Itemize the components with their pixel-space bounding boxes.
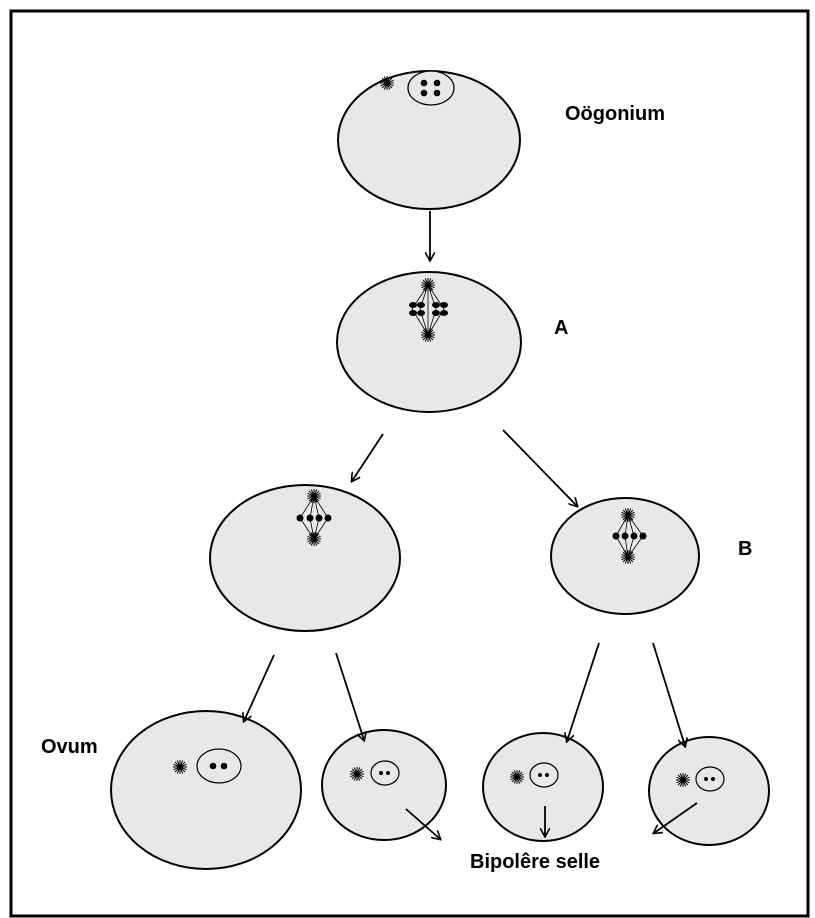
- arrows: [244, 211, 698, 839]
- polar-body-2: [482, 732, 604, 842]
- label-polar-cells: Bipolêre selle: [470, 851, 600, 873]
- centrosome-icon: [420, 327, 436, 343]
- centrosome-icon: [379, 75, 395, 91]
- chromosomes: [612, 532, 647, 540]
- chromosomes: [409, 302, 448, 316]
- chromosomes: [296, 514, 332, 522]
- arrow-b-right-to-polar-2: [567, 642, 600, 741]
- label-oogonium: Oögonium: [565, 103, 665, 125]
- arrow-b-left-to-polar-1: [335, 652, 364, 740]
- polar-body-3: [648, 736, 770, 846]
- centrosome-icon: [306, 531, 322, 547]
- arrow-a-to-b-right: [502, 429, 577, 506]
- arrow-b-right-to-polar-3: [652, 642, 685, 746]
- centrosome-icon: [620, 549, 636, 565]
- arrow-polar-1-to-label: [405, 808, 440, 839]
- centrosome-icon: [172, 759, 188, 775]
- arrow-b-left-to-ovum: [244, 654, 275, 721]
- polar-body-1: [321, 729, 447, 841]
- centrosome-icon: [349, 766, 365, 782]
- oogonium-cell: [337, 70, 521, 210]
- centrosome-icon: [306, 488, 322, 504]
- spindle: [299, 495, 329, 540]
- label-stage-b: B: [738, 538, 752, 560]
- label-stage-a: A: [554, 317, 568, 339]
- cell-b-right: [550, 497, 700, 615]
- nucleus: [407, 70, 455, 106]
- centrosome-icon: [509, 769, 525, 785]
- ovum-cell: [110, 710, 302, 870]
- nucleus: [196, 748, 242, 784]
- centrosome-icon: [620, 507, 636, 523]
- cell-b-left: [209, 484, 401, 632]
- nucleus: [370, 760, 400, 786]
- nucleus: [695, 766, 725, 792]
- cell-a: [336, 271, 522, 413]
- nucleus: [529, 762, 559, 788]
- label-ovum: Ovum: [41, 736, 98, 758]
- arrow-polar-3-to-label: [654, 802, 698, 833]
- arrow-a-to-b-left: [352, 433, 384, 481]
- centrosome-icon: [675, 772, 691, 788]
- centrosome-icon: [420, 277, 436, 293]
